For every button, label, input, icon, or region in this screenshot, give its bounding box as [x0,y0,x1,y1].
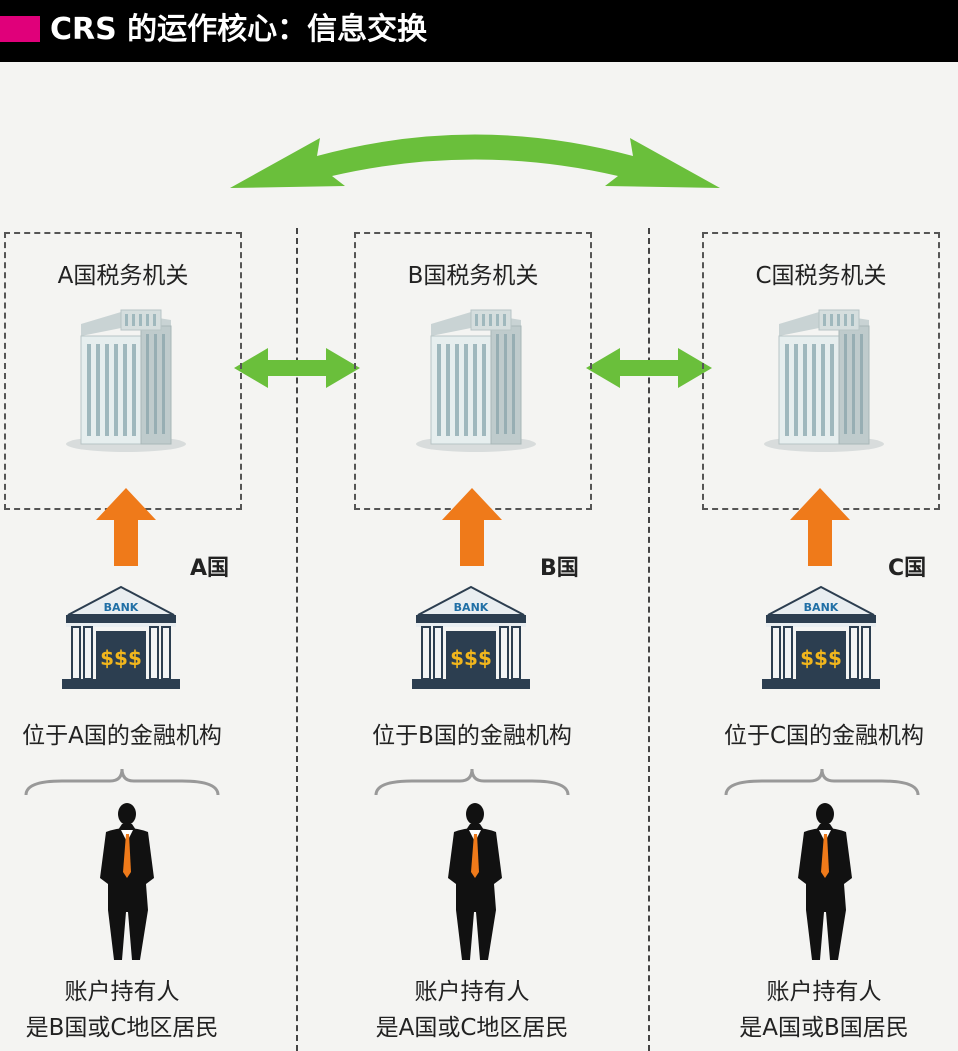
svg-text:BANK: BANK [804,601,839,614]
page-title: CRS 的运作核心：信息交换 [50,12,428,47]
double-arrow-icon [586,348,712,388]
financial-institution-label: 位于C国的金融机构 [723,723,925,749]
svg-text:BANK: BANK [454,601,489,614]
account-holder-person-icon [798,803,852,960]
tax-office-building-icon [764,309,884,452]
bank-icon: BANK $$$ [412,585,530,689]
country-label: A国 [190,556,230,581]
tax-agency-label: C国税务机关 [755,263,887,289]
account-holder-residency: 是A国或B国居民 [739,1015,909,1041]
financial-institution-label: 位于A国的金融机构 [22,723,222,749]
account-holder-label: 账户持有人 [414,979,530,1005]
account-holder-label: 账户持有人 [766,979,882,1005]
curly-brace-icon [24,768,220,796]
country-label: C国 [888,556,927,581]
title-bar: CRS 的运作核心：信息交换 [0,0,958,62]
curly-brace-icon [374,768,570,796]
tax-agency-label: B国税务机关 [407,263,539,289]
svg-text:$$$: $$$ [100,646,142,670]
up-arrow-icon [442,488,502,566]
tax-office-building-icon [416,309,536,452]
up-arrow-icon [790,488,850,566]
tax-agency-label: A国税务机关 [57,263,189,289]
up-arrow-icon [96,488,156,566]
account-holder-person-icon [448,803,502,960]
divider-line [648,228,650,1051]
svg-text:BANK: BANK [104,601,139,614]
double-arrow-icon [234,348,360,388]
tax-agency-box: A国税务机关 [4,232,242,510]
account-holder-person-icon [100,803,154,960]
account-holder-residency: 是A国或C地区居民 [375,1015,569,1041]
financial-institution-label: 位于B国的金融机构 [372,723,572,749]
curved-exchange-arrow-icon [230,134,720,188]
bank-icon: BANK $$$ [762,585,880,689]
account-holder-residency: 是B国或C地区居民 [25,1015,219,1041]
title-accent-mark [0,16,40,42]
tax-agency-box: C国税务机关 [702,232,940,510]
divider-line [296,228,298,1051]
svg-text:$$$: $$$ [450,646,492,670]
tax-agency-box: B国税务机关 [354,232,592,510]
tax-office-building-icon [66,309,186,452]
country-label: B国 [540,556,579,581]
account-holder-label: 账户持有人 [64,979,180,1005]
bank-icon: BANK $$$ [62,585,180,689]
svg-text:$$$: $$$ [800,646,842,670]
curly-brace-icon [724,768,920,796]
